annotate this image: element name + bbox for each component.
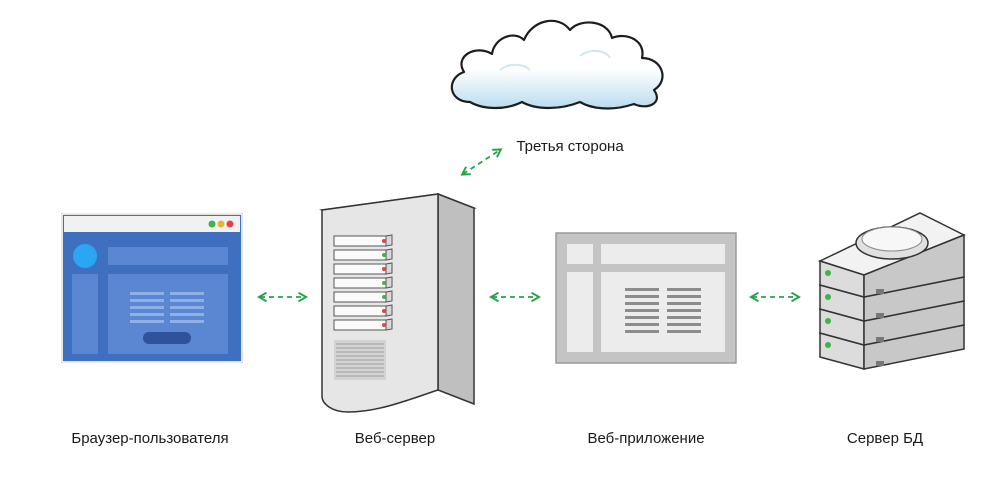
browser-window-icon bbox=[60, 212, 244, 364]
connector-cloud-webserver bbox=[460, 148, 503, 176]
db-server-label: Сервер БД bbox=[846, 430, 924, 447]
cloud-icon bbox=[440, 10, 680, 115]
web-app-icon bbox=[555, 232, 737, 364]
web-server-icon bbox=[318, 190, 478, 415]
database-server-icon bbox=[812, 205, 972, 395]
browser-label: Браузер-пользователя bbox=[71, 430, 229, 447]
web-server-label: Веб-сервер bbox=[354, 430, 436, 447]
cloud-label: Третья сторона bbox=[516, 138, 624, 155]
web-app-label: Веб-приложение bbox=[587, 430, 705, 447]
